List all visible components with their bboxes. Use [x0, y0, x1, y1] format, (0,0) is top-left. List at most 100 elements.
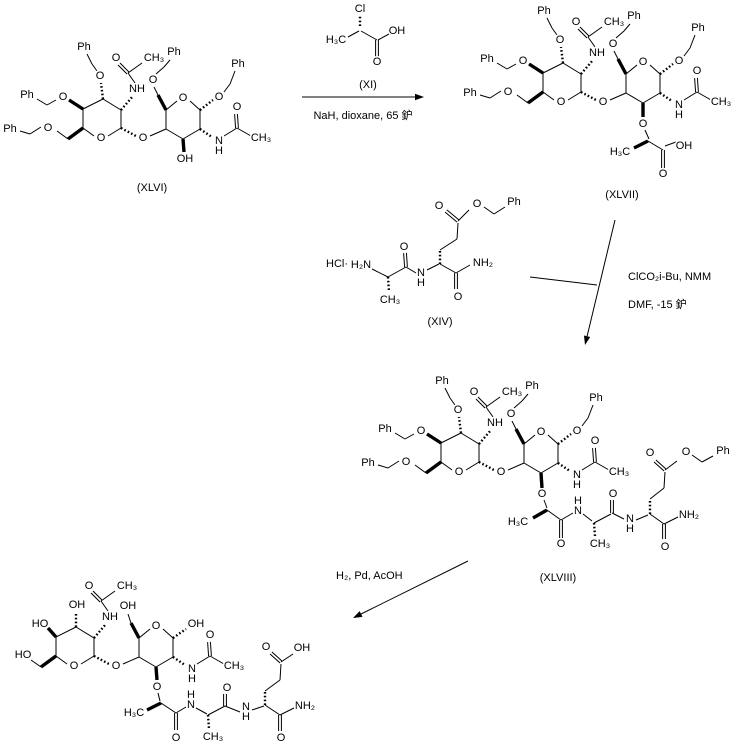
structure-xlvii-atom-label: H₃C	[610, 146, 630, 158]
step3-conditions-text: H₂, Pd, AcOH	[336, 570, 403, 582]
structure-xiv-atom-label: O	[454, 291, 463, 303]
structure-xlvii-atom-label: OH	[676, 140, 693, 152]
structure-xlviii-atom-label: H	[626, 523, 634, 535]
structure-final-product-atom-label: O	[262, 641, 271, 653]
structure-final-product-atom-label: N	[242, 701, 250, 713]
structure-final-product-atom-label: H	[242, 711, 250, 723]
structure-final-product-atom-label: H	[187, 689, 195, 701]
structure-xlviii-atom-label: Ph	[716, 445, 729, 457]
structure-xlvi-atom-label: Ph	[20, 89, 33, 101]
structure-xlvi-caption: (XLVI)	[137, 182, 167, 194]
structure-final-product-atom-label: H	[188, 673, 196, 685]
structure-xiv-atom-label: O	[473, 198, 482, 210]
arrow-step2	[583, 219, 616, 345]
structure-xlvii-atom-label: H	[675, 109, 683, 121]
step2-conditions-line1: ClCO₂i-Bu, NMM	[628, 271, 711, 283]
structure-xlviii-atom-label: H₃C	[508, 516, 528, 528]
arrow-step1	[302, 93, 424, 101]
structure-xlvi-atom-label: O	[59, 91, 68, 103]
structure-xlvii-atom-label: O	[556, 34, 565, 46]
structure-xlvii-atom-label: O	[557, 96, 566, 108]
structure-xiv-atom-label: CH₃	[380, 294, 400, 306]
step1-conditions: NaH, dioxane, 65 鈩	[313, 108, 412, 122]
structure-xlviii-atom-label: O	[646, 447, 655, 459]
structure-final-product-atom-label: NH	[102, 611, 118, 623]
structure-xlviii-atom-label: Ph	[378, 423, 391, 435]
structure-final-product-atom-label: O	[70, 660, 79, 672]
structure-xlvii-atom-label: Ph	[537, 5, 550, 17]
structure-final-product-atom-label: HO	[15, 649, 32, 661]
structure-final-product-atom-label: OH	[188, 618, 205, 630]
structure-xiv-atom-label: NH₂	[473, 257, 493, 269]
step2-conditions-line2-text: DMF, -15 鈩	[628, 297, 687, 311]
structure-xiv-atom-label: HCl·	[326, 258, 348, 270]
structure-xlviii-atom-label: O	[417, 425, 426, 437]
reagent-xi-atom-label: O	[373, 56, 382, 68]
structure-final-product-atom-label: CH₃	[117, 580, 137, 592]
structure-xlvii-atom-label: Ph	[627, 10, 640, 22]
structure-final-product-atom-label: O	[85, 580, 94, 592]
structure-xlvii-atom-label: O	[572, 16, 581, 28]
structure-xlviii-atom-label: H	[574, 495, 582, 507]
reagent-xi-atom-label: H₃C	[326, 34, 346, 46]
structure-xlviii-caption: (XLVIII)	[540, 572, 576, 584]
structure-final-product-atom-label: O	[206, 629, 215, 641]
structure-final-product-atom-label: OH	[120, 600, 137, 612]
structure-final-product-atom-label: OH	[69, 599, 86, 611]
structure-xlviii-atom-label: CH₃	[590, 538, 610, 550]
structure-final-product-atom-label: N	[188, 663, 196, 675]
structure-xlvi-atom-label: O	[149, 74, 158, 86]
structure-xiv-caption: (XIV)	[427, 316, 452, 328]
structure-final-product-atom-label: HO	[32, 618, 49, 630]
structure-xlvii-atom-label: O	[693, 65, 702, 77]
structure-final-product-atom-label: NH₂	[295, 700, 315, 712]
structure-xlvii-atom-label: CH₃	[604, 16, 624, 28]
structure-xlvii-atom-label: Ph	[691, 22, 704, 34]
structure-xlvi-atom-label: O	[139, 132, 148, 144]
reagent-xi-caption: (XI)	[359, 79, 377, 91]
structure-xlvi-atom-label: CH₃	[144, 52, 164, 64]
structure-xiv-atom-label: H₂N	[351, 259, 371, 271]
structure-xlviii-atom-label: Ph	[589, 392, 602, 404]
structure-final-product-atom-label: O	[172, 732, 181, 744]
structure-xlvi-atom-label: Ph	[231, 58, 244, 70]
structure-xlviii-atom-label: NH	[487, 417, 503, 429]
structure-xlvi-atom-label: Ph	[167, 46, 180, 58]
structure-xlviii-atom-label: CH₃	[502, 386, 522, 398]
arrow-step2-feeder	[529, 276, 598, 286]
structure-final-product-atom-label: CH₃	[224, 660, 244, 672]
step1-conditions-text: NaH, dioxane, 65 鈩	[313, 108, 412, 122]
structure-xlvi-atom-label: O	[97, 132, 106, 144]
structure-xlviii-atom-label: N	[574, 505, 582, 517]
structure-xlvii-atom-label: N	[675, 99, 683, 111]
structure-xlviii-atom-label: O	[557, 538, 566, 550]
step3-conditions: H₂, Pd, AcOH	[336, 570, 403, 582]
structure-xlviii-atom-label: O	[538, 488, 547, 500]
structure-xlviii-atom-label: CH₃	[609, 466, 629, 478]
structure-xlvii-atom-label: O	[675, 55, 684, 67]
structure-xlviii-atom-label: O	[470, 386, 479, 398]
structure-xlviii-atom-label: O	[455, 466, 464, 478]
structure-xlviii-atom-label: Ph	[435, 375, 448, 387]
structure-xlvii-atom-label: O	[599, 96, 608, 108]
step2-conditions-line1-text: ClCO₂i-Bu, NMM	[628, 271, 711, 283]
arrow-step3	[353, 560, 469, 618]
structure-xlviii-atom-label: O	[497, 466, 506, 478]
structure-xlvii-atom-label: Ph	[463, 87, 476, 99]
structure-xlvii-atom-label: CH₃	[711, 96, 731, 108]
structure-xlviii-atom-label: O	[591, 435, 600, 447]
structure-xlvii-atom-label: NH	[589, 47, 605, 59]
structure-xlviii-atom-label: O	[682, 446, 691, 458]
structure-xlvii-atom-label: O	[639, 56, 648, 68]
reagent-xi-atom-label: OH	[389, 25, 406, 37]
structure-xlvii-atom-label: O	[504, 86, 513, 98]
structure-xlviii-atom-label: NH₂	[679, 509, 699, 521]
structure-xlviii-atom-label: N	[626, 513, 634, 525]
